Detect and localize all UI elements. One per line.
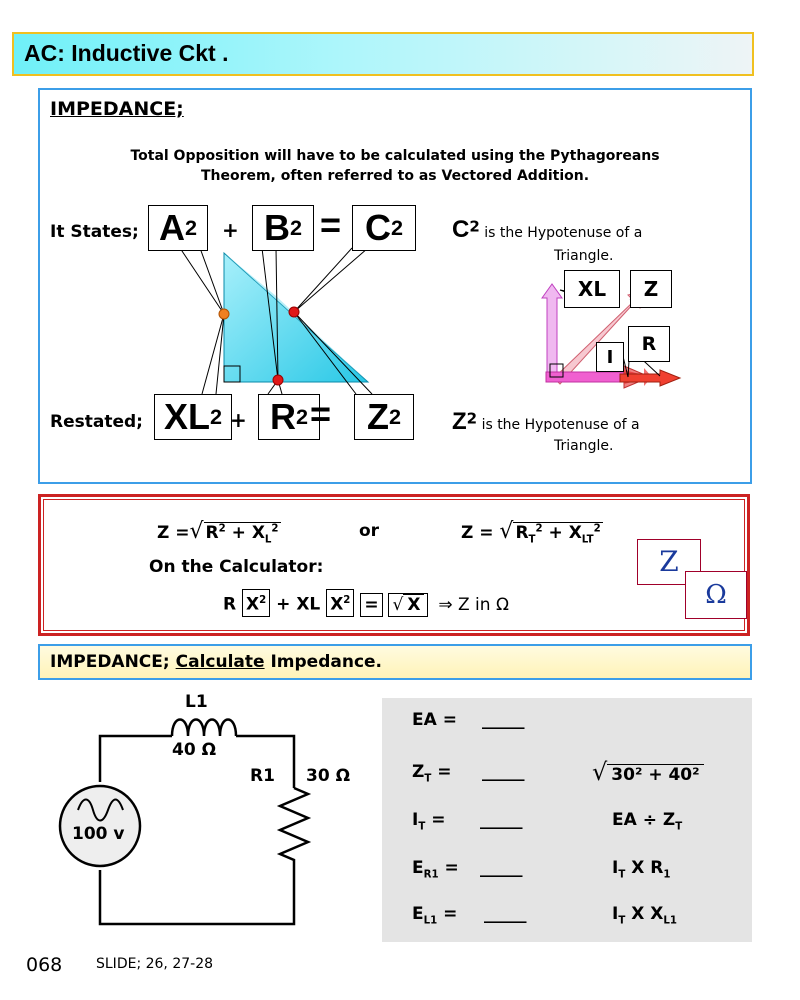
- plus-sign-2: +: [230, 408, 247, 432]
- key-x-squared-2: X2: [326, 589, 355, 617]
- it-states-label: It States;: [50, 222, 139, 242]
- formula-panel: Z =√R2 + XL2 or Z = √RT2 + XLT2 On the C…: [38, 494, 750, 636]
- calculate-impedance-bar: IMPEDANCE; Calculate Impedance.: [38, 644, 752, 680]
- side-a-dot: [218, 308, 230, 320]
- circuit-diagram: [58, 718, 312, 926]
- equals-sign-1: =: [320, 204, 342, 245]
- formula-z-rxl: Z =√R2 + XL2: [157, 519, 281, 546]
- page-number: 068: [26, 954, 63, 976]
- hypotenuse-dot: [288, 306, 300, 318]
- row-el1-formula: IT X XL1: [612, 904, 677, 927]
- right-angle-mark: [223, 365, 241, 383]
- triangle-shade: [224, 253, 368, 382]
- r1-value: 30 Ω: [306, 766, 351, 786]
- row-it-label: IT =: [412, 810, 446, 833]
- row-zt-blank: _____: [482, 762, 525, 782]
- slide-reference: SLIDE; 26, 27-28: [96, 956, 214, 972]
- resistor-r1: [276, 786, 312, 862]
- wire-top-right: [236, 734, 296, 788]
- l1-label: L1: [185, 692, 208, 712]
- key-x-squared: X2: [242, 589, 271, 617]
- page-title: AC: Inductive Ckt .: [24, 40, 229, 66]
- row-er1-label: ER1 =: [412, 858, 459, 881]
- vector-diagram: [541, 283, 682, 389]
- vector-label-xl: XL: [564, 270, 620, 308]
- impedance-heading: IMPEDANCE;: [50, 98, 184, 120]
- sine-wave-icon: [77, 798, 124, 822]
- vector-label-i: I: [596, 342, 624, 372]
- title-bar: AC: Inductive Ckt .: [12, 32, 754, 76]
- source-voltage: 100 v: [72, 824, 125, 844]
- calculator-label: On the Calculator:: [149, 557, 324, 577]
- row-el1-label: EL1 =: [412, 904, 458, 927]
- side-b-dot: [272, 374, 284, 386]
- formula-or: or: [359, 521, 380, 541]
- l1-value: 40 Ω: [172, 740, 217, 760]
- calculate-heading: IMPEDANCE; Calculate Impedance.: [50, 652, 383, 672]
- intro-line-1: Total Opposition will have to be calcula…: [130, 148, 660, 164]
- intro-line-2: Theorem, often referred to as Vectored A…: [200, 168, 590, 184]
- r1-label: R1: [250, 766, 275, 786]
- row-zt-formula: √30² + 40²: [592, 758, 704, 786]
- row-ea-label: EA =: [412, 710, 457, 730]
- wire-bottom: [98, 862, 296, 926]
- row-it-formula: EA ÷ ZT: [612, 810, 683, 833]
- calculator-key-sequence: R X2 + XL X2 = √X ⇒ Z in Ω: [223, 589, 509, 617]
- inductor-l1: [170, 718, 238, 737]
- row-ea-blank: _____: [482, 710, 525, 730]
- key-equals: =: [360, 592, 383, 617]
- hypotenuse-note-z: Z2 is the Hypotenuse of a: [452, 408, 640, 435]
- wire-top-left: [98, 734, 172, 782]
- row-el1-blank: _____: [484, 904, 527, 924]
- pythagoras-diagram: [179, 247, 682, 395]
- row-zt-label: ZT =: [412, 762, 452, 785]
- row-er1-formula: IT X R1: [612, 858, 671, 881]
- impedance-symbol-omega: Ω: [685, 571, 747, 619]
- hypotenuse-note-c-2: Triangle.: [554, 248, 614, 264]
- row-er1-blank: _____: [480, 858, 523, 878]
- impedance-panel: IMPEDANCE; Total Opposition will have to…: [38, 88, 752, 484]
- hypotenuse-note-z-2: Triangle.: [554, 438, 614, 454]
- key-sqrt: √X: [388, 592, 429, 617]
- formula-z-total: Z = √RT2 + XLT2: [461, 519, 603, 546]
- equals-sign-2: =: [310, 393, 332, 434]
- row-it-blank: _____: [480, 810, 523, 830]
- plus-sign-1: +: [222, 218, 239, 242]
- vector-label-r: R: [628, 326, 670, 362]
- vector-label-z: Z: [630, 270, 672, 308]
- hypotenuse-note-c: C2 is the Hypotenuse of a: [452, 216, 643, 243]
- restated-label: Restated;: [50, 412, 143, 432]
- calculation-panel: EA = _____ ZT = _____ √30² + 40² IT = __…: [382, 698, 752, 942]
